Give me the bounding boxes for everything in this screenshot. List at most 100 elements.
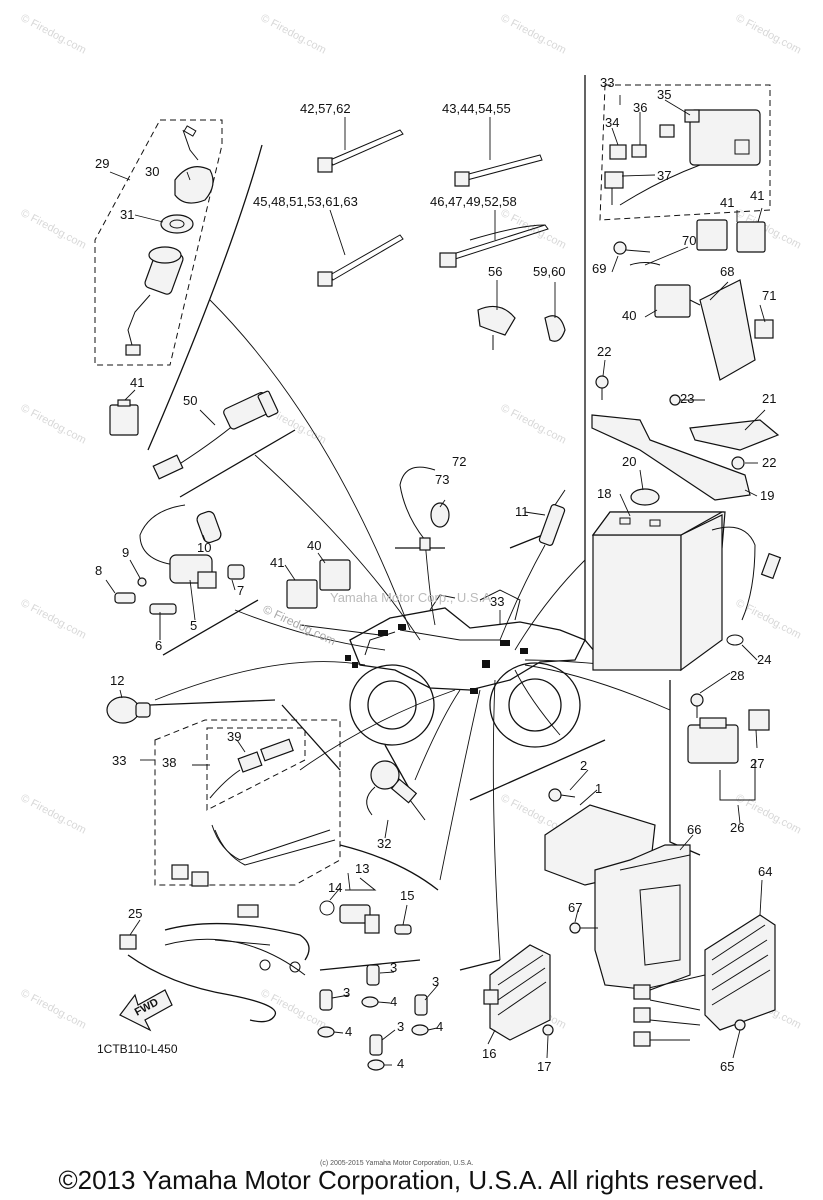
callout-32: 32 [377, 836, 391, 851]
battery-18 [591, 511, 782, 672]
label-45-48: 45,48,51,53,61,63 [253, 194, 358, 209]
callout-2: 2 [580, 758, 587, 773]
watermark: © Firedog.com [19, 597, 88, 642]
callout-68: 68 [720, 264, 734, 279]
watermark: © Firedog.com [19, 12, 88, 57]
center-watermark: Yamaha Motor Corp., U.S.A. [330, 590, 495, 605]
sensor-13-15 [319, 877, 412, 935]
switch-32 [366, 760, 426, 821]
callout-4: 4 [345, 1024, 352, 1039]
callout-35: 35 [657, 87, 671, 102]
watermark: © Firedog.com [19, 402, 88, 447]
battery-bracket [591, 375, 780, 506]
cable-ties [317, 129, 566, 350]
callout-65: 65 [720, 1059, 734, 1074]
callout-20: 20 [622, 454, 636, 469]
callout-23: 23 [680, 391, 694, 406]
atv-vehicle: Yamaha Motor Corp., U.S.A. © Firedog.com [261, 589, 586, 748]
label-46-47: 46,47,49,52,58 [430, 194, 517, 209]
callout-67: 67 [568, 900, 582, 915]
callout-4: 4 [397, 1056, 404, 1071]
callout-28: 28 [730, 668, 744, 683]
callout-18: 18 [597, 486, 611, 501]
leader-wires [154, 299, 671, 961]
callout-9: 9 [122, 545, 129, 560]
watermark: © Firedog.com [259, 987, 328, 1032]
callout-16: 16 [482, 1046, 496, 1061]
watermark: © Firedog.com [499, 402, 568, 447]
fuse-holders [317, 964, 429, 1071]
watermark: © Firedog.com [259, 12, 328, 57]
wire-harness-panel [154, 719, 341, 887]
watermark: © Firedog.com [734, 12, 803, 57]
callout-leaders [105, 95, 766, 1066]
sensor-12 [106, 696, 151, 724]
callout-4: 4 [390, 994, 397, 1009]
fuse-box-assembly [599, 84, 771, 253]
main-switch-assembly [94, 119, 223, 366]
callout-36: 36 [633, 100, 647, 115]
lead-switch-50 [152, 390, 279, 480]
callout-26: 26 [730, 820, 744, 835]
callout-33: 33 [490, 594, 504, 609]
callout-14: 14 [328, 880, 342, 895]
callout-5: 5 [190, 618, 197, 633]
callout-71: 71 [762, 288, 776, 303]
callout-69: 69 [592, 261, 606, 276]
callout-41: 41 [750, 188, 764, 203]
callout-3: 3 [343, 985, 350, 1000]
callout-10: 10 [197, 540, 211, 555]
ignition-coil-group [114, 504, 245, 640]
callout-50: 50 [183, 393, 197, 408]
callout-64: 64 [758, 864, 772, 879]
callout-22: 22 [597, 344, 611, 359]
callout-22: 22 [762, 455, 776, 470]
spark-plug-11 [538, 489, 566, 546]
fwd-arrow: FWD [119, 989, 173, 1032]
callout-21: 21 [762, 391, 776, 406]
callout-70: 70 [682, 233, 696, 248]
callout-11: 11 [515, 504, 529, 519]
callout-72: 72 [452, 454, 466, 469]
watermark: © Firedog.com [499, 12, 568, 57]
watermark: © Firedog.com [19, 207, 88, 252]
callout-31: 31 [120, 207, 134, 222]
watermark: © Firedog.com [734, 597, 803, 642]
relay-41-left [109, 399, 139, 436]
callout-30: 30 [145, 164, 159, 179]
callout-labels: 42,57,62 43,44,54,55 45,48,51,53,61,63 4… [95, 75, 776, 1074]
callout-12: 12 [110, 673, 124, 688]
diagram-code: 1CTB110-L450 [97, 1042, 178, 1056]
callout-19: 19 [760, 488, 774, 503]
callout-38: 38 [162, 755, 176, 770]
callout-40: 40 [307, 538, 321, 553]
callout-24: 24 [757, 652, 771, 667]
ecu-group [544, 788, 691, 991]
harness-25 [119, 904, 310, 1023]
callout-27: 27 [750, 756, 764, 771]
callout-40: 40 [622, 308, 636, 323]
label-43-44-54-55: 43,44,54,55 [442, 101, 511, 116]
callout-1: 1 [595, 781, 602, 796]
watermark: © Firedog.com [261, 602, 338, 648]
small-copyright-line: (c) 2005-2015 Yamaha Motor Corporation, … [320, 1160, 474, 1167]
rectifier-group [483, 944, 554, 1041]
callout-3: 3 [390, 960, 397, 975]
label-59-60: 59,60 [533, 264, 566, 279]
callout-3: 3 [432, 974, 439, 989]
label-42-57-62: 42,57,62 [300, 101, 351, 116]
callout-8: 8 [95, 563, 102, 578]
regulator-group [633, 914, 776, 1047]
relays-center [286, 559, 351, 609]
callout-6: 6 [155, 638, 162, 653]
callout-15: 15 [400, 888, 414, 903]
copyright-footer: ©2013 Yamaha Motor Corporation, U.S.A. A… [58, 1165, 765, 1195]
callout-41: 41 [720, 195, 734, 210]
callout-56: 56 [488, 264, 502, 279]
callout-37: 37 [657, 168, 671, 183]
starter-relay-group [687, 693, 770, 801]
callout-13: 13 [355, 861, 369, 876]
callout-34: 34 [605, 115, 619, 130]
callout-41: 41 [130, 375, 144, 390]
callout-3: 3 [397, 1019, 404, 1034]
